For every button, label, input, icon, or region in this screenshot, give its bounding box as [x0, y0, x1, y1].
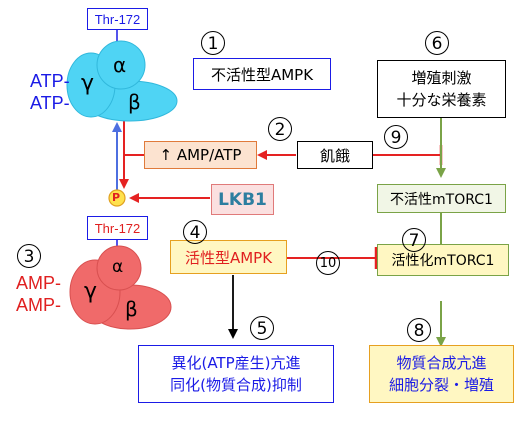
growth-stimulus-box: 増殖刺激 十分な栄養素: [377, 60, 506, 118]
inactive-thr172-label: Thr-172: [94, 11, 141, 27]
step-number-3: 3: [17, 244, 41, 268]
active-alpha-label: α: [112, 257, 124, 277]
atp-label-1: ATP-: [30, 71, 70, 91]
lkb1-box: LKB1: [211, 184, 274, 215]
output-line-2: 細胞分裂・増殖: [388, 376, 494, 394]
active-ampk-text: 活性型AMPK: [184, 248, 273, 267]
step-number-4: 4: [183, 220, 207, 244]
inactive-gamma-label: γ: [81, 71, 95, 96]
step-number-7: 7: [402, 228, 426, 252]
step-8-badge: 8: [407, 318, 431, 342]
inactive-beta-label: β: [128, 90, 141, 114]
inactive-alpha-label: α: [113, 53, 127, 77]
inactive-thr172-box: Thr-172: [87, 8, 148, 30]
inactive-ampk-complex: [66, 40, 178, 122]
inactive-mtorc1-box: 不活性mTORC1: [377, 184, 506, 213]
active-thr172-box: Thr-172: [87, 216, 148, 240]
step-5-badge: 5: [250, 316, 274, 340]
output-line-1: 物質合成亢進: [396, 354, 487, 372]
step-number-2: 2: [268, 117, 292, 141]
step-number-8: 8: [407, 318, 431, 342]
inactive-ampk-text: 不活性型AMPK: [210, 65, 314, 84]
step-2-badge: 2: [268, 117, 292, 141]
step-number-5: 5: [250, 316, 274, 340]
amp-atp-text: ↑ AMP/ATP: [159, 146, 242, 164]
amp-label-1: AMP-: [16, 273, 61, 293]
step-number-10: 10: [316, 250, 340, 275]
inactive-alpha-subunit: [96, 40, 146, 90]
starvation-box: 飢餓: [297, 141, 373, 169]
step-number-6: 6: [425, 31, 449, 55]
step-6-badge: 6: [425, 31, 449, 55]
starvation-text: 飢餓: [319, 146, 350, 165]
active-gamma-label: γ: [84, 279, 98, 304]
stimulus-line-2: 十分な栄養素: [396, 91, 487, 109]
active-ampk-box: 活性型AMPK: [170, 240, 287, 274]
active-alpha-subunit: [96, 245, 142, 291]
metabolism-box: 異化(ATP産生)亢進 同化(物質合成)抑制: [138, 345, 334, 403]
step-7-badge: 7: [402, 228, 426, 252]
phosphate-circle: [108, 189, 126, 207]
active-ampk-complex: [69, 245, 172, 330]
stimulus-line-1: 増殖刺激: [411, 69, 472, 87]
phosphate-label: P: [112, 191, 121, 204]
step-10-badge: 10: [316, 251, 340, 275]
proliferation-box: 物質合成亢進 細胞分裂・増殖: [369, 345, 514, 403]
atp-label-2: ATP-: [30, 93, 70, 113]
step-number-1: 1: [201, 31, 225, 55]
step-3-badge: 3: [17, 244, 41, 268]
active-beta-label: β: [125, 297, 138, 321]
inactive-mtorc1-text: 不活性mTORC1: [390, 191, 493, 208]
inactive-ampk-box: 不活性型AMPK: [193, 58, 331, 90]
active-mtorc1-box: 活性化mTORC1: [377, 244, 509, 276]
catabolism-line: 異化(ATP産生)亢進: [171, 354, 301, 372]
anabolism-line: 同化(物質合成)抑制: [170, 376, 302, 394]
active-thr172-label: Thr-172: [94, 220, 141, 236]
step-4-badge: 4: [183, 220, 207, 244]
active-mtorc1-text: 活性化mTORC1: [391, 253, 495, 269]
amp-label-2: AMP-: [16, 295, 61, 315]
amp-atp-box: ↑ AMP/ATP: [144, 141, 257, 169]
step-1-badge: 1: [201, 31, 225, 55]
step-9-badge: 9: [384, 125, 408, 149]
lkb1-text: LKB1: [218, 189, 267, 210]
step-number-9: 9: [384, 125, 408, 149]
